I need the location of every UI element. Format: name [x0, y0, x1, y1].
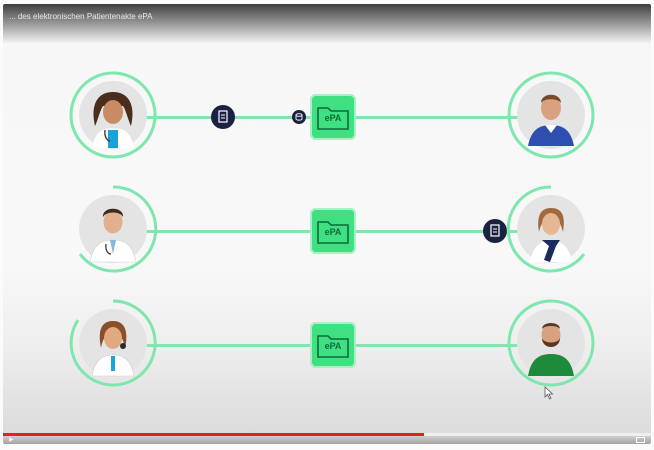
- epa-folder-row3: ePA: [310, 322, 356, 368]
- progress-bar-fill: [3, 433, 425, 436]
- document-icon: [218, 110, 228, 123]
- fullscreen-icon[interactable]: [636, 437, 645, 443]
- player-controls: ▶: [3, 436, 651, 444]
- document-badge-row1: [211, 105, 235, 129]
- avatar-ring: [69, 299, 157, 387]
- avatar-patient-female-scarf: [506, 184, 596, 274]
- document-icon: [490, 224, 500, 237]
- database-badge-row1: [292, 110, 306, 124]
- avatar-doctor-female-stethoscope: [68, 70, 158, 160]
- avatar-doctor-male-labcoat: [68, 184, 158, 274]
- folder-label: ePA: [324, 341, 342, 351]
- epa-folder-row1: ePA: [310, 94, 356, 140]
- folder-icon: [317, 221, 349, 244]
- folder-icon: [317, 107, 349, 130]
- folder-label: ePA: [324, 113, 342, 123]
- avatar-ring: [507, 71, 595, 159]
- avatar-ring: [69, 71, 157, 159]
- folder-label: ePA: [324, 227, 342, 237]
- avatar-ring: [78, 185, 158, 273]
- video-title: ... des elektronischen Patientenakte ePA: [9, 12, 153, 21]
- document-badge-row2: [483, 219, 507, 243]
- avatar-patient-male-blue: [506, 70, 596, 160]
- database-icon: [295, 113, 303, 121]
- mouse-cursor-icon: [544, 386, 554, 400]
- avatar-doctor-female-labcoat: [68, 298, 158, 388]
- video-title-bar: ... des elektronischen Patientenakte ePA: [3, 4, 651, 44]
- avatar-patient-male-green: [506, 298, 596, 388]
- epa-folder-row2: ePA: [310, 208, 356, 254]
- folder-icon: [317, 335, 349, 358]
- progress-bar[interactable]: [3, 433, 651, 436]
- play-icon[interactable]: ▶: [9, 437, 14, 443]
- video-player[interactable]: ... des elektronischen Patientenakte ePA: [3, 4, 651, 444]
- avatar-ring: [507, 299, 595, 387]
- avatar-ring: [506, 185, 586, 273]
